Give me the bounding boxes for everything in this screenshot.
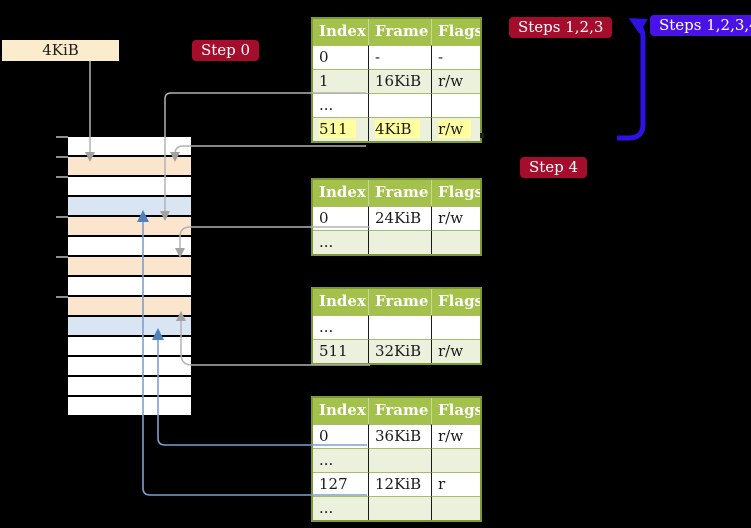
table-cell [431, 496, 480, 520]
table-cell: - [431, 45, 480, 69]
memory-row-pagetable [68, 257, 191, 277]
memory-row-plain [68, 397, 191, 417]
table-cell [431, 230, 480, 254]
table-cell [368, 230, 431, 254]
column-header: Frame [368, 180, 431, 206]
memory-row-plain [68, 357, 191, 377]
memory-tick [56, 136, 68, 138]
table-cell: ... [313, 93, 368, 117]
step4-badge: Step 4 [520, 157, 588, 178]
steps1234-badge: Steps 1,2,3,4 [650, 15, 751, 36]
memory-tick [56, 156, 68, 158]
column-header: Flags [431, 398, 480, 424]
column-header: Frame [368, 398, 431, 424]
table-row: 0-- [313, 45, 480, 69]
step0-badge: Step 0 [192, 40, 260, 61]
table-row: ... [313, 93, 480, 117]
table-cell [368, 315, 431, 339]
column-header: Index [313, 180, 368, 206]
table-cell [368, 448, 431, 472]
column-header: Flags [431, 19, 480, 45]
table-cell: r/w [431, 206, 480, 230]
memory-row-mapped [68, 317, 191, 337]
memory-row-pagetable [68, 217, 191, 237]
table-cell: 32KiB [368, 339, 431, 363]
table-cell: ... [313, 496, 368, 520]
memory-tick [56, 296, 68, 298]
memory-row-pagetable [68, 297, 191, 317]
table-cell [431, 93, 480, 117]
table-cell: ... [313, 315, 368, 339]
table-row: ... [313, 315, 480, 339]
frame-size-label: 4KiB [2, 40, 119, 61]
memory-tick [56, 176, 68, 178]
table-cell: 127 [313, 472, 368, 496]
table-cell: r/w [431, 424, 480, 448]
table-cell: 0 [313, 206, 368, 230]
memory-row-plain [68, 277, 191, 297]
memory-row-plain [68, 337, 191, 357]
table-cell [368, 496, 431, 520]
table-row: ... [313, 230, 480, 254]
table-cell: 0 [313, 424, 368, 448]
memory-tick [56, 256, 68, 258]
table-cell [431, 448, 480, 472]
column-header: Index [313, 19, 368, 45]
table-cell: 0 [313, 45, 368, 69]
column-header: Flags [431, 180, 480, 206]
memory-row-mapped [68, 197, 191, 217]
column-header: Index [313, 289, 368, 315]
memory-row-pagetable [68, 157, 191, 177]
table-cell [431, 315, 480, 339]
table-cell: 24KiB [368, 206, 431, 230]
table-cell: 16KiB [368, 69, 431, 93]
memory-row-plain [68, 137, 191, 157]
table-cell: 12KiB [368, 472, 431, 496]
table-cell: r/w [431, 339, 480, 363]
table-cell: 1 [313, 69, 368, 93]
steps123-badge: Steps 1,2,3 [509, 17, 613, 38]
arrow-recursive-loop [617, 18, 648, 141]
table-cell: r [431, 472, 480, 496]
table-row: ... [313, 448, 480, 472]
memory-tick [56, 216, 68, 218]
table-cell: r/w [431, 69, 480, 93]
memory-column [68, 137, 191, 417]
column-header: Frame [368, 19, 431, 45]
memory-row-plain [68, 237, 191, 257]
table-cell: - [368, 45, 431, 69]
table-cell: 511 [313, 117, 368, 141]
table-cell: 36KiB [368, 424, 431, 448]
table-cell: r/w [431, 117, 480, 141]
arrow-t1-row511-to-frame4 [170, 145, 366, 162]
memory-row-plain [68, 177, 191, 197]
column-header: Flags [431, 289, 480, 315]
table-cell: ... [313, 230, 368, 254]
table-cell: 511 [313, 339, 368, 363]
table-cell [368, 93, 431, 117]
table-cell: ... [313, 448, 368, 472]
table-row: ... [313, 496, 480, 520]
column-header: Frame [368, 289, 431, 315]
memory-row-plain [68, 377, 191, 397]
column-header: Index [313, 398, 368, 424]
table-cell: 4KiB [368, 117, 431, 141]
